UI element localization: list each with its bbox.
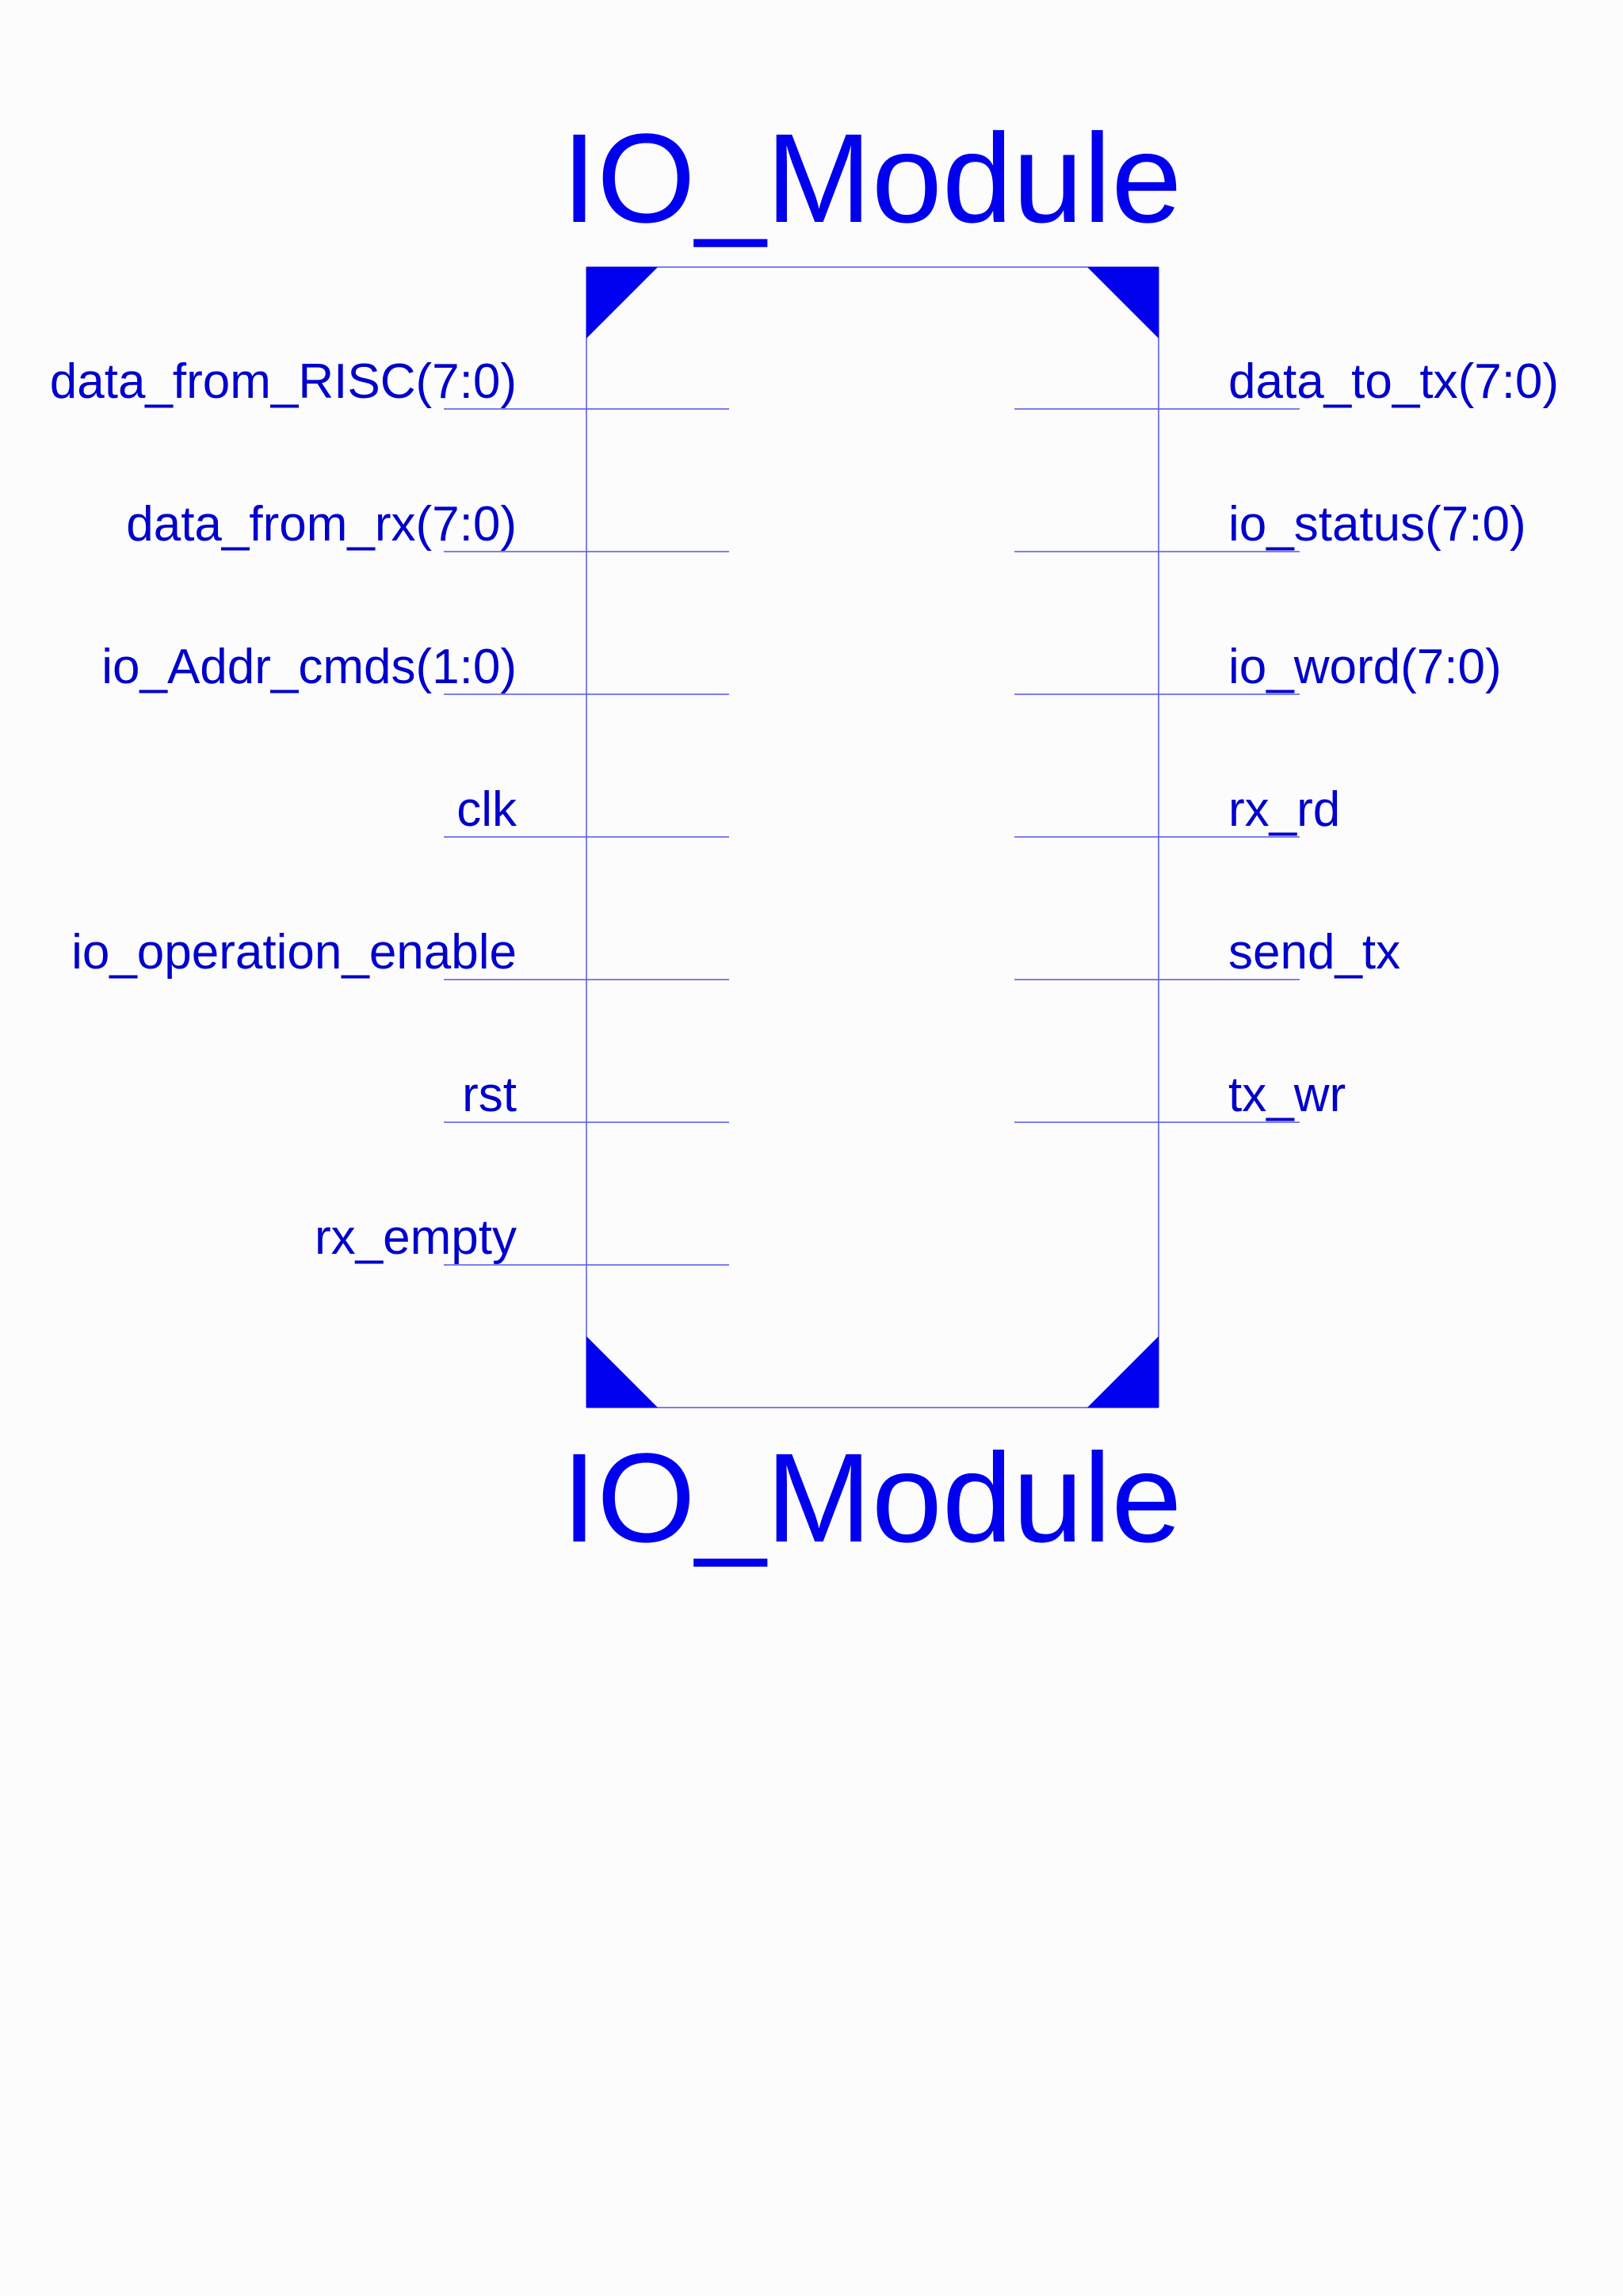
- output-pin-label: tx_wr: [1228, 1068, 1346, 1122]
- output-pin-label: rx_rd: [1228, 782, 1340, 837]
- input-pin-label: rx_empty: [315, 1210, 517, 1265]
- input-pin: io_operation_enable: [71, 925, 729, 980]
- output-pin: data_to_tx(7:0): [1014, 354, 1559, 410]
- corner-marker-top-left: [586, 267, 658, 338]
- output-pin: rx_rd: [1014, 782, 1340, 838]
- corner-marker-bottom-left: [586, 1336, 658, 1408]
- input-pin: rst: [444, 1068, 729, 1123]
- output-pin-label: data_to_tx(7:0): [1228, 354, 1559, 409]
- output-pins: data_to_tx(7:0) io_status(7:0) io_word(7…: [1014, 354, 1559, 1123]
- input-pin-label: io_Addr_cmds(1:0): [101, 640, 517, 694]
- output-pin: io_status(7:0): [1014, 497, 1526, 552]
- output-pin-label: send_tx: [1228, 925, 1400, 980]
- module-title-bottom: IO_Module: [562, 1427, 1182, 1568]
- input-pin-label: clk: [456, 782, 517, 837]
- input-pin: io_Addr_cmds(1:0): [101, 640, 729, 695]
- corner-marker-top-right: [1087, 267, 1159, 338]
- input-pin: rx_empty: [315, 1210, 729, 1266]
- input-pin-label: data_from_RISC(7:0): [50, 354, 517, 409]
- input-pin-label: data_from_rx(7:0): [126, 497, 517, 552]
- module-title-top: IO_Module: [562, 107, 1182, 249]
- input-pin: clk: [444, 782, 729, 838]
- corner-marker-bottom-right: [1087, 1336, 1159, 1408]
- output-pin-label: io_word(7:0): [1228, 640, 1502, 694]
- input-pin: data_from_RISC(7:0): [50, 354, 729, 410]
- output-pin: tx_wr: [1014, 1068, 1346, 1123]
- input-pin-label: io_operation_enable: [71, 925, 517, 980]
- input-pin: data_from_rx(7:0): [126, 497, 729, 552]
- output-pin: io_word(7:0): [1014, 640, 1502, 695]
- output-pin: send_tx: [1014, 925, 1400, 980]
- input-pins: data_from_RISC(7:0) data_from_rx(7:0) io…: [50, 354, 729, 1266]
- input-pin-label: rst: [462, 1068, 517, 1122]
- output-pin-label: io_status(7:0): [1228, 497, 1526, 552]
